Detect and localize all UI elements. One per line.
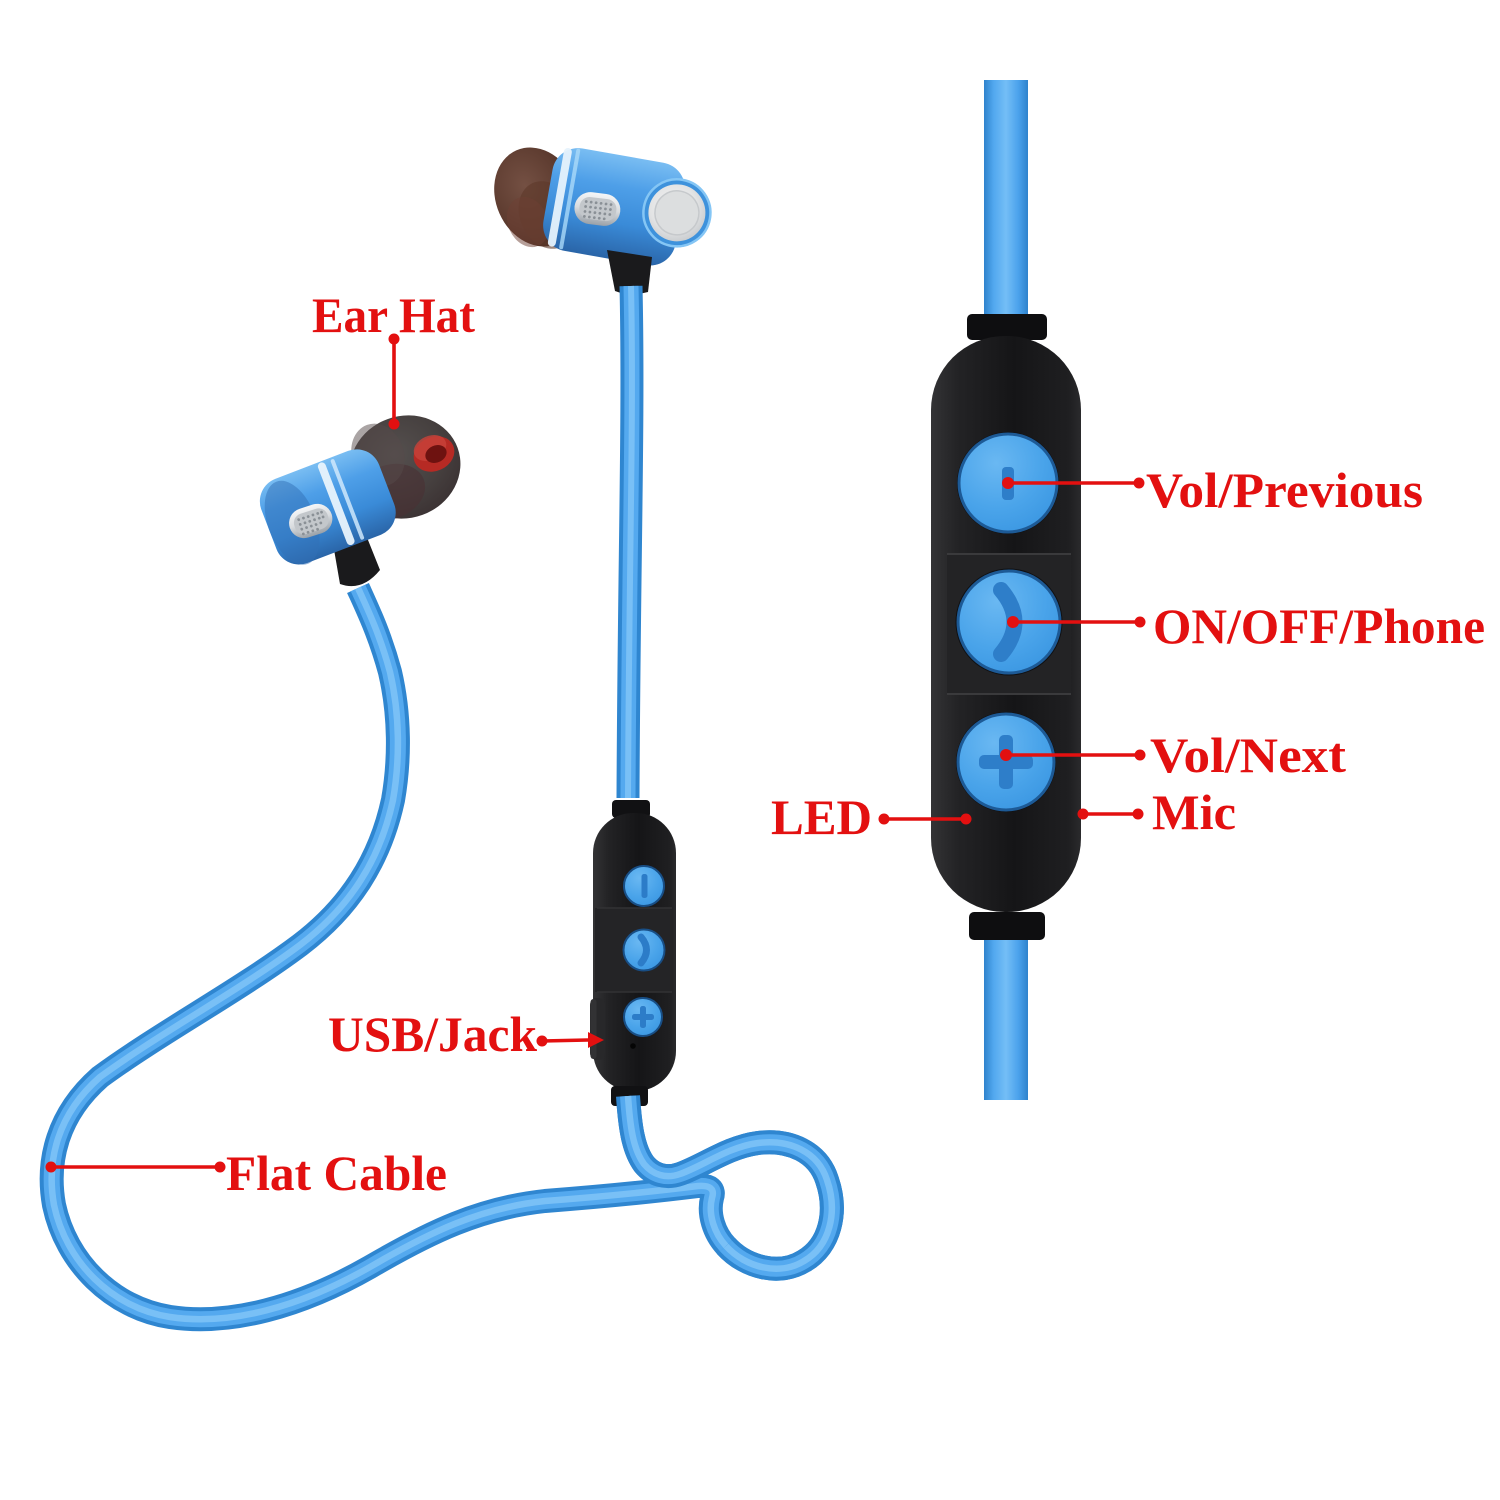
svg-text:LED: LED — [771, 789, 872, 845]
svg-text:Flat Cable: Flat Cable — [226, 1145, 447, 1201]
svg-text:ON/OFF/Phone: ON/OFF/Phone — [1153, 598, 1485, 654]
svg-text:Ear Hat: Ear Hat — [312, 287, 475, 343]
svg-text:Mic: Mic — [1152, 784, 1236, 840]
svg-text:Vol/Previous: Vol/Previous — [1146, 462, 1423, 518]
svg-text:USB/Jack: USB/Jack — [328, 1006, 537, 1062]
svg-text:Vol/Next: Vol/Next — [1150, 727, 1346, 783]
